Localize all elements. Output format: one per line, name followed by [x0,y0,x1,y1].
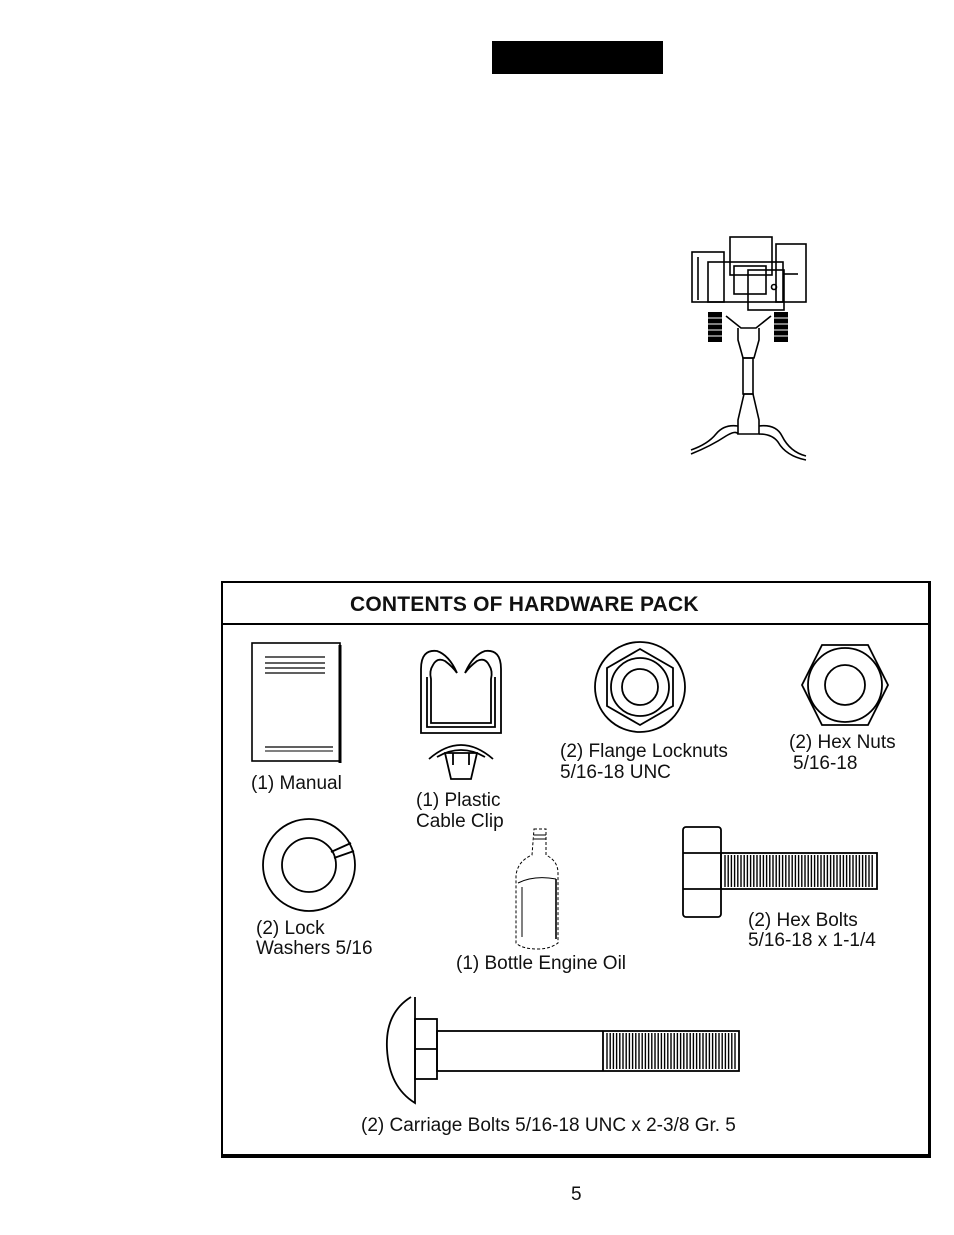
cable-clip-caption-2: Cable Clip [416,812,504,832]
header-bar [492,41,663,74]
carriage-bolt-caption: (2) Carriage Bolts 5/16-18 UNC x 2-3/8 G… [361,1116,736,1136]
hardware-pack-title: CONTENTS OF HARDWARE PACK [350,593,699,617]
flange-locknut-caption-1: (2) Flange Locknuts [560,742,728,762]
cable-clip-caption-1: (1) Plastic [416,791,500,811]
carriage-bolt-icon [383,993,743,1105]
hex-bolt-icon [681,825,881,919]
hex-nut-caption-2: 5/16-18 [793,754,857,774]
hardware-pack-box: CONTENTS OF HARDWARE PACK (1) Manual (1)… [221,581,931,1158]
oil-bottle-caption: (1) Bottle Engine Oil [456,954,626,974]
lock-washer-icon [259,815,359,915]
hex-bolt-caption-2: 5/16-18 x 1-1/4 [748,931,876,951]
lock-washer-caption-2: Washers 5/16 [256,939,373,959]
hardware-pack-title-row: CONTENTS OF HARDWARE PACK [223,583,928,625]
cable-clip-icon [415,641,509,787]
manual-icon [251,641,343,765]
hex-nut-icon [799,639,891,731]
hex-bolt-caption-1: (2) Hex Bolts [748,911,858,931]
tiller-illustration-icon [686,232,811,464]
hex-nut-caption-1: (2) Hex Nuts [789,733,896,753]
page-number: 5 [571,1184,582,1206]
flange-locknut-caption-2: 5/16-18 UNC [560,763,671,783]
lock-washer-caption-1: (2) Lock [256,919,325,939]
oil-bottle-icon [510,825,566,951]
flange-locknut-icon [590,639,690,735]
manual-caption: (1) Manual [251,774,342,794]
